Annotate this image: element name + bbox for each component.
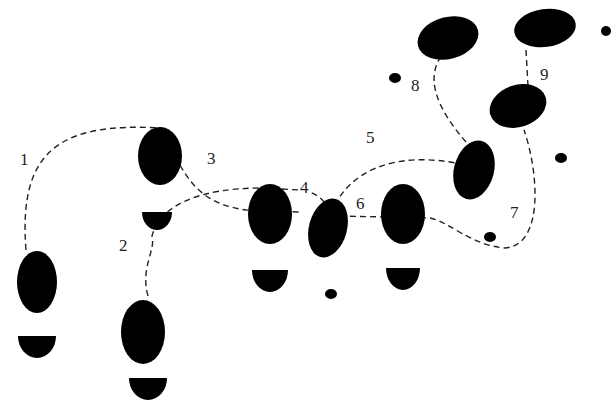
heel — [386, 268, 420, 290]
dot — [601, 26, 611, 36]
path-8 — [434, 58, 466, 142]
callout-number: 7 — [508, 203, 521, 222]
callout-number: 2 — [117, 236, 130, 255]
sole — [381, 184, 425, 244]
heel — [252, 270, 288, 292]
heel — [129, 378, 167, 400]
sole — [302, 194, 354, 262]
callout-number: 5 — [364, 128, 377, 147]
callout-number: 6 — [354, 194, 367, 213]
callout-number: 1 — [18, 150, 31, 169]
footprints — [17, 5, 611, 400]
sole — [512, 5, 579, 51]
callout-number: 9 — [538, 65, 551, 84]
callout-number: 4 — [298, 178, 311, 197]
heel — [18, 336, 56, 358]
callout-number: 8 — [409, 76, 422, 95]
sole — [413, 10, 484, 67]
dashed-paths — [25, 50, 535, 296]
path-6-7 — [340, 130, 535, 248]
path-2 — [146, 188, 262, 296]
sole — [447, 136, 501, 204]
heel — [142, 212, 172, 230]
sole — [484, 77, 552, 135]
path-9 — [526, 50, 528, 86]
sole — [138, 127, 182, 185]
sole — [121, 300, 165, 364]
heel — [325, 289, 337, 299]
dot — [389, 73, 401, 83]
callout-number: 3 — [205, 149, 218, 168]
sole — [248, 184, 292, 244]
dot — [555, 153, 567, 163]
sole — [17, 251, 57, 313]
dot — [484, 232, 496, 242]
